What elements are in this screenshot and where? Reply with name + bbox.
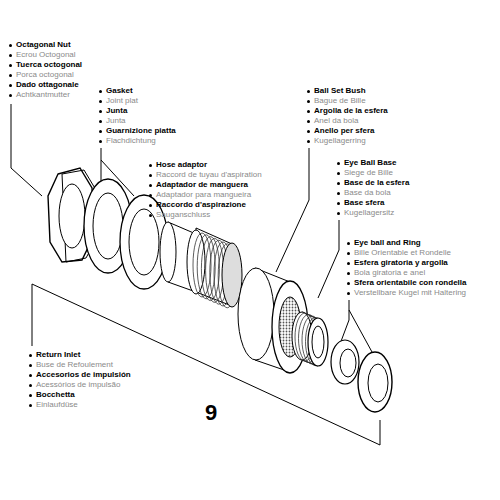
part-label: Raccord de tuyau d'aspiration xyxy=(148,170,298,180)
part-label: Argolla de la esfera xyxy=(306,106,426,116)
label-group: Eye ball and RingBille Orientable et Ron… xyxy=(346,238,494,298)
part-label: Verstellbare Kugel mit Haltering xyxy=(346,288,494,298)
label-group: Return InletBuse de RefoulementAccesorio… xyxy=(28,350,158,410)
label-group: Eye Ball BaseSiege de BilleBase de la es… xyxy=(336,158,456,218)
thread-stroke xyxy=(201,237,219,301)
part-label: Buse de Refoulement xyxy=(28,360,158,370)
part-label: Bille Orientable et Rondelle xyxy=(346,248,494,258)
thread-stroke xyxy=(206,238,224,302)
part-label: Junta xyxy=(98,106,198,116)
part-label: Flachdichtung xyxy=(98,136,198,146)
part-label: Bola giratoria e anel xyxy=(346,268,494,278)
part-label: Ecrou Octogonal xyxy=(8,50,118,60)
part-label: Sfera orientabile con rondella xyxy=(346,278,494,288)
part-label: Esfera giratoria y argolla xyxy=(346,258,494,268)
callout-number: 9 xyxy=(205,400,217,426)
part-label: Base sfera xyxy=(336,198,456,208)
part-label: Kugellagerring xyxy=(306,136,426,146)
label-group: Hose adaptorRaccord de tuyau d'aspiratio… xyxy=(148,160,298,220)
part-label: Accesorios de impulsión xyxy=(28,370,158,380)
thread-stroke xyxy=(197,235,215,299)
label-group: GasketJoint platJuntaJuntaGuarnizione pi… xyxy=(98,86,198,146)
part-label: Sauganschluss xyxy=(148,210,298,220)
part-label: Siege de Bille xyxy=(336,168,456,178)
part-label: Base de la esfera xyxy=(336,178,456,188)
part-label: Dado ottagonale xyxy=(8,80,118,90)
part-label: Bocchetta xyxy=(28,390,158,400)
part-label: Raccordo d'aspirazione xyxy=(148,200,298,210)
part-label: Adaptador de manguera xyxy=(148,180,298,190)
thread-stroke xyxy=(193,233,211,297)
part-label: Eye Ball Base xyxy=(336,158,456,168)
part-label: Anello per sfera xyxy=(306,126,426,136)
part-label: Acessórios de impulsão xyxy=(28,380,158,390)
part-label: Return Inlet xyxy=(28,350,158,360)
part-label: Ball Set Bush xyxy=(306,86,426,96)
part-label: Guarnizione piatta xyxy=(98,126,198,136)
part-label: Joint plat xyxy=(98,96,198,106)
part-label: Eye ball and Ring xyxy=(346,238,494,248)
part-label: Tuerca octogonal xyxy=(8,60,118,70)
part-label: Porca octogonal xyxy=(8,70,118,80)
part-label: Kugellagersitz xyxy=(336,208,456,218)
part-label: Hose adaptor xyxy=(148,160,298,170)
part-label: Anel da bola xyxy=(306,116,426,126)
label-group: Ball Set BushBague de BilleArgolla de la… xyxy=(306,86,426,146)
part-label: Einlaufdüse xyxy=(28,400,158,410)
part-label: Adaptador para mangueira xyxy=(148,190,298,200)
part-label: Gasket xyxy=(98,86,198,96)
part-label: Octagonal Nut xyxy=(8,40,118,50)
part-label: Junta xyxy=(98,116,198,126)
part-label: Base da bola xyxy=(336,188,456,198)
part-label: Bague de Bille xyxy=(306,96,426,106)
